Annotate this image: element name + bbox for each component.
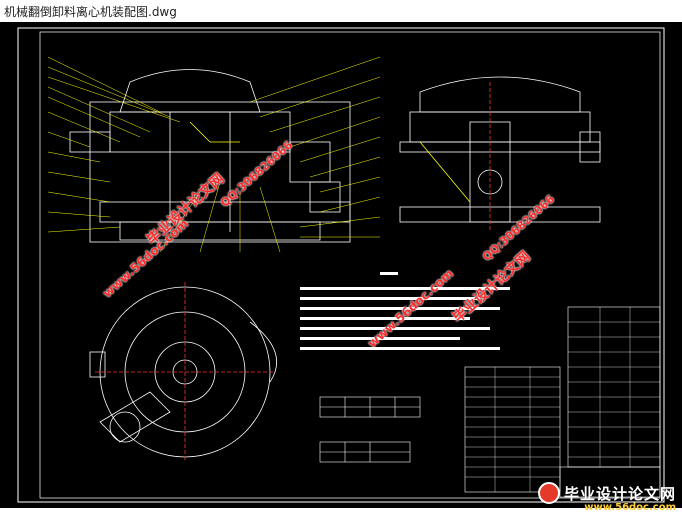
- tech-notes: [300, 272, 510, 350]
- front-view: [69, 69, 351, 243]
- window-title: 机械翻倒卸料离心机装配图.dwg: [4, 4, 177, 19]
- footer-brand: 毕业设计论文网 www.56doc.com: [537, 482, 676, 513]
- drawing-canvas[interactable]: www.56doc.com 毕业设计论文网 QQ:306826066 www.5…: [0, 22, 682, 513]
- param-table-2: [319, 441, 411, 463]
- drawing-svg: [17, 27, 665, 503]
- window-titlebar: 机械翻倒卸料离心机装配图.dwg: [0, 0, 682, 22]
- side-view: [399, 76, 601, 232]
- front-leaders: [47, 56, 381, 253]
- brand-logo-icon: [537, 482, 560, 504]
- drawing-frame: [17, 27, 665, 503]
- parts-list: [464, 306, 661, 498]
- top-view: [89, 282, 278, 462]
- parts-list-rows: [465, 307, 660, 492]
- footer-brand-text: 毕业设计论文网: [563, 484, 676, 503]
- param-table-1: [319, 396, 421, 418]
- inner-frame: [39, 31, 661, 499]
